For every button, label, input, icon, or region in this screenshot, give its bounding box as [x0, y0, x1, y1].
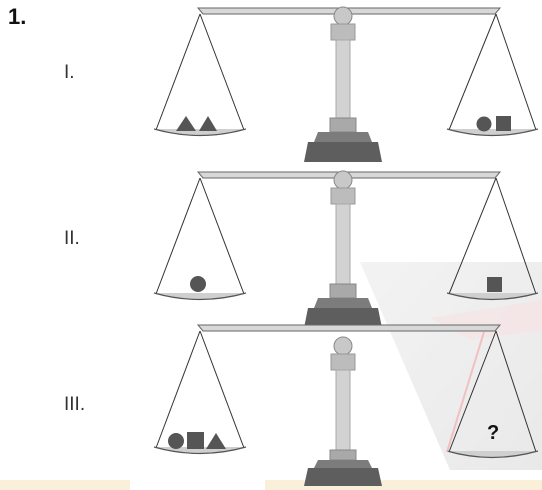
triangle-shape [176, 116, 196, 131]
triangle-shape [199, 116, 217, 131]
question-number: 1. [8, 4, 27, 29]
circle-shape [168, 433, 184, 449]
scale-label-3: III. [64, 394, 86, 415]
circle-shape [190, 276, 206, 292]
square-shape [187, 432, 204, 449]
triangle-shape [206, 433, 226, 449]
scale-label-1: I. [64, 62, 75, 83]
circle-shape [476, 116, 492, 132]
square-shape [496, 116, 511, 131]
scale-2 [153, 170, 539, 328]
scale-1 [153, 6, 539, 162]
square-shape [487, 277, 502, 292]
unknown-marker: ? [487, 422, 500, 444]
scale-3 [153, 324, 539, 486]
scale-label-2: II. [64, 228, 80, 249]
